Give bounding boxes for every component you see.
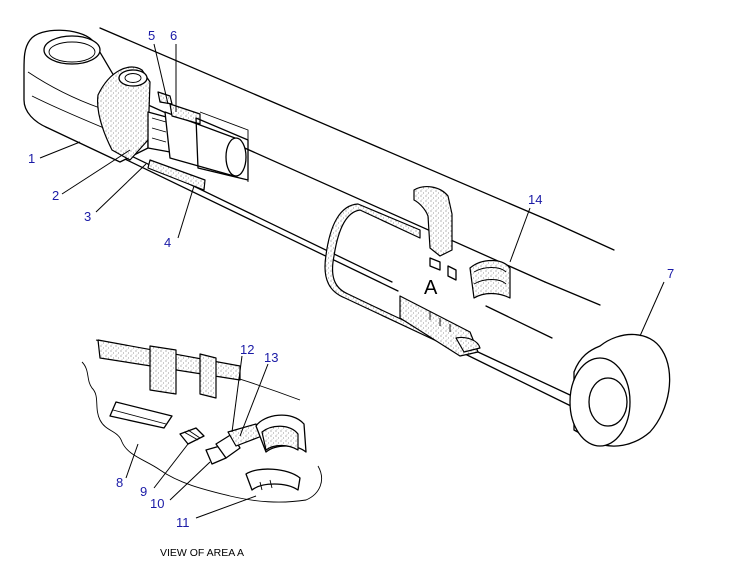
inset-view-area-a xyxy=(81,339,322,503)
leader-line-10 xyxy=(169,461,211,501)
callout-8: 8 xyxy=(116,475,123,490)
callout-3: 3 xyxy=(84,209,91,224)
callout-2: 2 xyxy=(52,188,59,203)
leader-line-3 xyxy=(95,163,147,213)
callout-12: 12 xyxy=(240,342,254,357)
callout-labels: 1 2 3 4 5 6 7 8 9 10 11 12 13 14 xyxy=(28,28,674,530)
leader-line-4 xyxy=(177,185,195,239)
leader-line-9 xyxy=(153,443,189,489)
callout-10: 10 xyxy=(150,496,164,511)
callout-5: 5 xyxy=(148,28,155,43)
callout-9: 9 xyxy=(140,484,147,499)
callout-6: 6 xyxy=(170,28,177,43)
callout-13: 13 xyxy=(264,350,278,365)
leader-lines xyxy=(39,43,665,519)
area-a-label: A xyxy=(424,277,438,299)
area-a-cutaway xyxy=(324,186,511,357)
cylinder-head-end xyxy=(569,333,671,447)
leader-line-13 xyxy=(239,363,269,437)
leader-line-1 xyxy=(39,141,81,159)
callout-4: 4 xyxy=(164,235,171,250)
callout-7: 7 xyxy=(667,266,674,281)
rod-end-eye xyxy=(23,29,249,191)
inset-caption: VIEW OF AREA A xyxy=(160,547,244,559)
callout-11: 11 xyxy=(176,515,190,530)
leader-line-14 xyxy=(509,207,531,263)
callout-14: 14 xyxy=(528,192,542,207)
leader-line-12 xyxy=(231,355,243,433)
callout-1: 1 xyxy=(28,151,35,166)
leader-line-2 xyxy=(61,149,131,195)
leader-line-8 xyxy=(125,443,139,479)
leader-line-5 xyxy=(153,43,169,105)
leader-line-11 xyxy=(195,495,257,519)
leader-line-7 xyxy=(639,281,665,337)
